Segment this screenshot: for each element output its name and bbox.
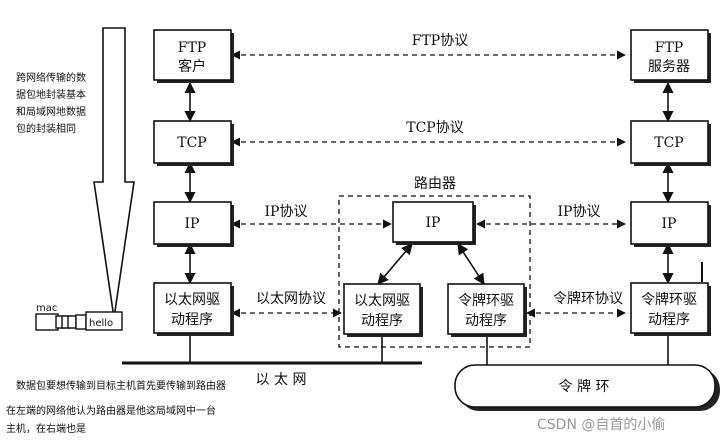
right-tcp-label: TCP xyxy=(654,135,683,151)
encapsulation-arrow xyxy=(93,27,135,319)
left-tcp-label: TCP xyxy=(177,135,206,151)
tcp-protocol-label: TCP协议 xyxy=(406,120,463,136)
token-ring-protocol-label: 令牌环协议 xyxy=(553,290,623,307)
token-ring-network xyxy=(454,364,716,408)
packet-stack: mac hello xyxy=(35,303,123,331)
right-ip-box: IP xyxy=(630,201,711,247)
mac-label: mac xyxy=(36,303,57,314)
router-eth-line1: 以太网驱 xyxy=(354,293,410,309)
mac-header-block xyxy=(35,313,59,331)
right-tcp-box: TCP xyxy=(630,120,711,166)
ethernet-network-label: 以 太 网 xyxy=(256,372,307,388)
token-ring-network-label: 令 牌 环 xyxy=(559,378,610,395)
right-ftp-line2: 服务器 xyxy=(648,59,690,75)
right-driver-line2: 动程序 xyxy=(648,312,690,328)
encapsulation-note-line: 包的封装相同 xyxy=(16,124,76,135)
ethernet-protocol-label: 以太网协议 xyxy=(256,291,326,307)
encapsulation-note-line: 和局域网地数据 xyxy=(16,107,86,118)
router-ip-box: IP xyxy=(392,201,476,245)
router-eth-line2: 动程序 xyxy=(361,313,403,329)
encapsulation-note-line: 跨网络传输的数 xyxy=(16,73,86,84)
ftp-protocol-label: FTP协议 xyxy=(412,33,468,49)
left-ftp-line2: 客户 xyxy=(178,58,206,75)
router-title: 路由器 xyxy=(414,176,456,192)
right-ftp-line1: FTP xyxy=(655,40,683,56)
left-ftp-line1: FTP xyxy=(178,40,206,56)
left-ethernet-driver-box: 以太网驱 动程序 xyxy=(153,282,234,336)
hello-payload-block xyxy=(85,311,123,331)
transfer-note: 数据包要想传输到目标主机首先要传输到路由器 xyxy=(16,381,226,392)
left-tcp-box: TCP xyxy=(153,120,234,166)
right-driver-line1: 令牌环驱 xyxy=(641,291,697,308)
encapsulation-note: 跨网络传输的数 据包地封装基本 和局域网地数据 包的封装相同 xyxy=(16,70,100,138)
right-ftp-server-box: FTP 服务器 xyxy=(630,29,711,83)
right-ip-label: IP xyxy=(662,216,677,232)
left-ip-box: IP xyxy=(153,201,234,247)
router-token-driver-box: 令牌环驱 动程序 xyxy=(447,283,527,337)
router-ethernet-driver-box: 以太网驱 动程序 xyxy=(343,283,423,337)
ip-protocol-right-label: IP协议 xyxy=(558,204,601,220)
left-driver-line1: 以太网驱 xyxy=(164,292,220,308)
left-ftp-client-box: FTP 客户 xyxy=(153,29,234,83)
encapsulation-note-line: 据包地封装基本 xyxy=(16,90,86,101)
csdn-watermark: CSDN @自首的小偷 xyxy=(537,417,666,433)
router-note-line2: 主机，在右端也是 xyxy=(6,424,86,435)
ip-protocol-left-label: IP协议 xyxy=(265,204,308,220)
router-token-line2: 动程序 xyxy=(465,313,507,329)
left-driver-line2: 动程序 xyxy=(171,312,213,328)
right-token-driver-box: 令牌环驱 动程序 xyxy=(630,282,711,336)
left-ip-label: IP xyxy=(185,216,200,232)
router-ip-label: IP xyxy=(426,215,441,231)
router-note-line1: 在左端的网络他认为路由器是他这局域网中一台 xyxy=(6,406,216,417)
router-token-line1: 令牌环驱 xyxy=(458,292,514,309)
hello-label: hello xyxy=(89,318,113,329)
